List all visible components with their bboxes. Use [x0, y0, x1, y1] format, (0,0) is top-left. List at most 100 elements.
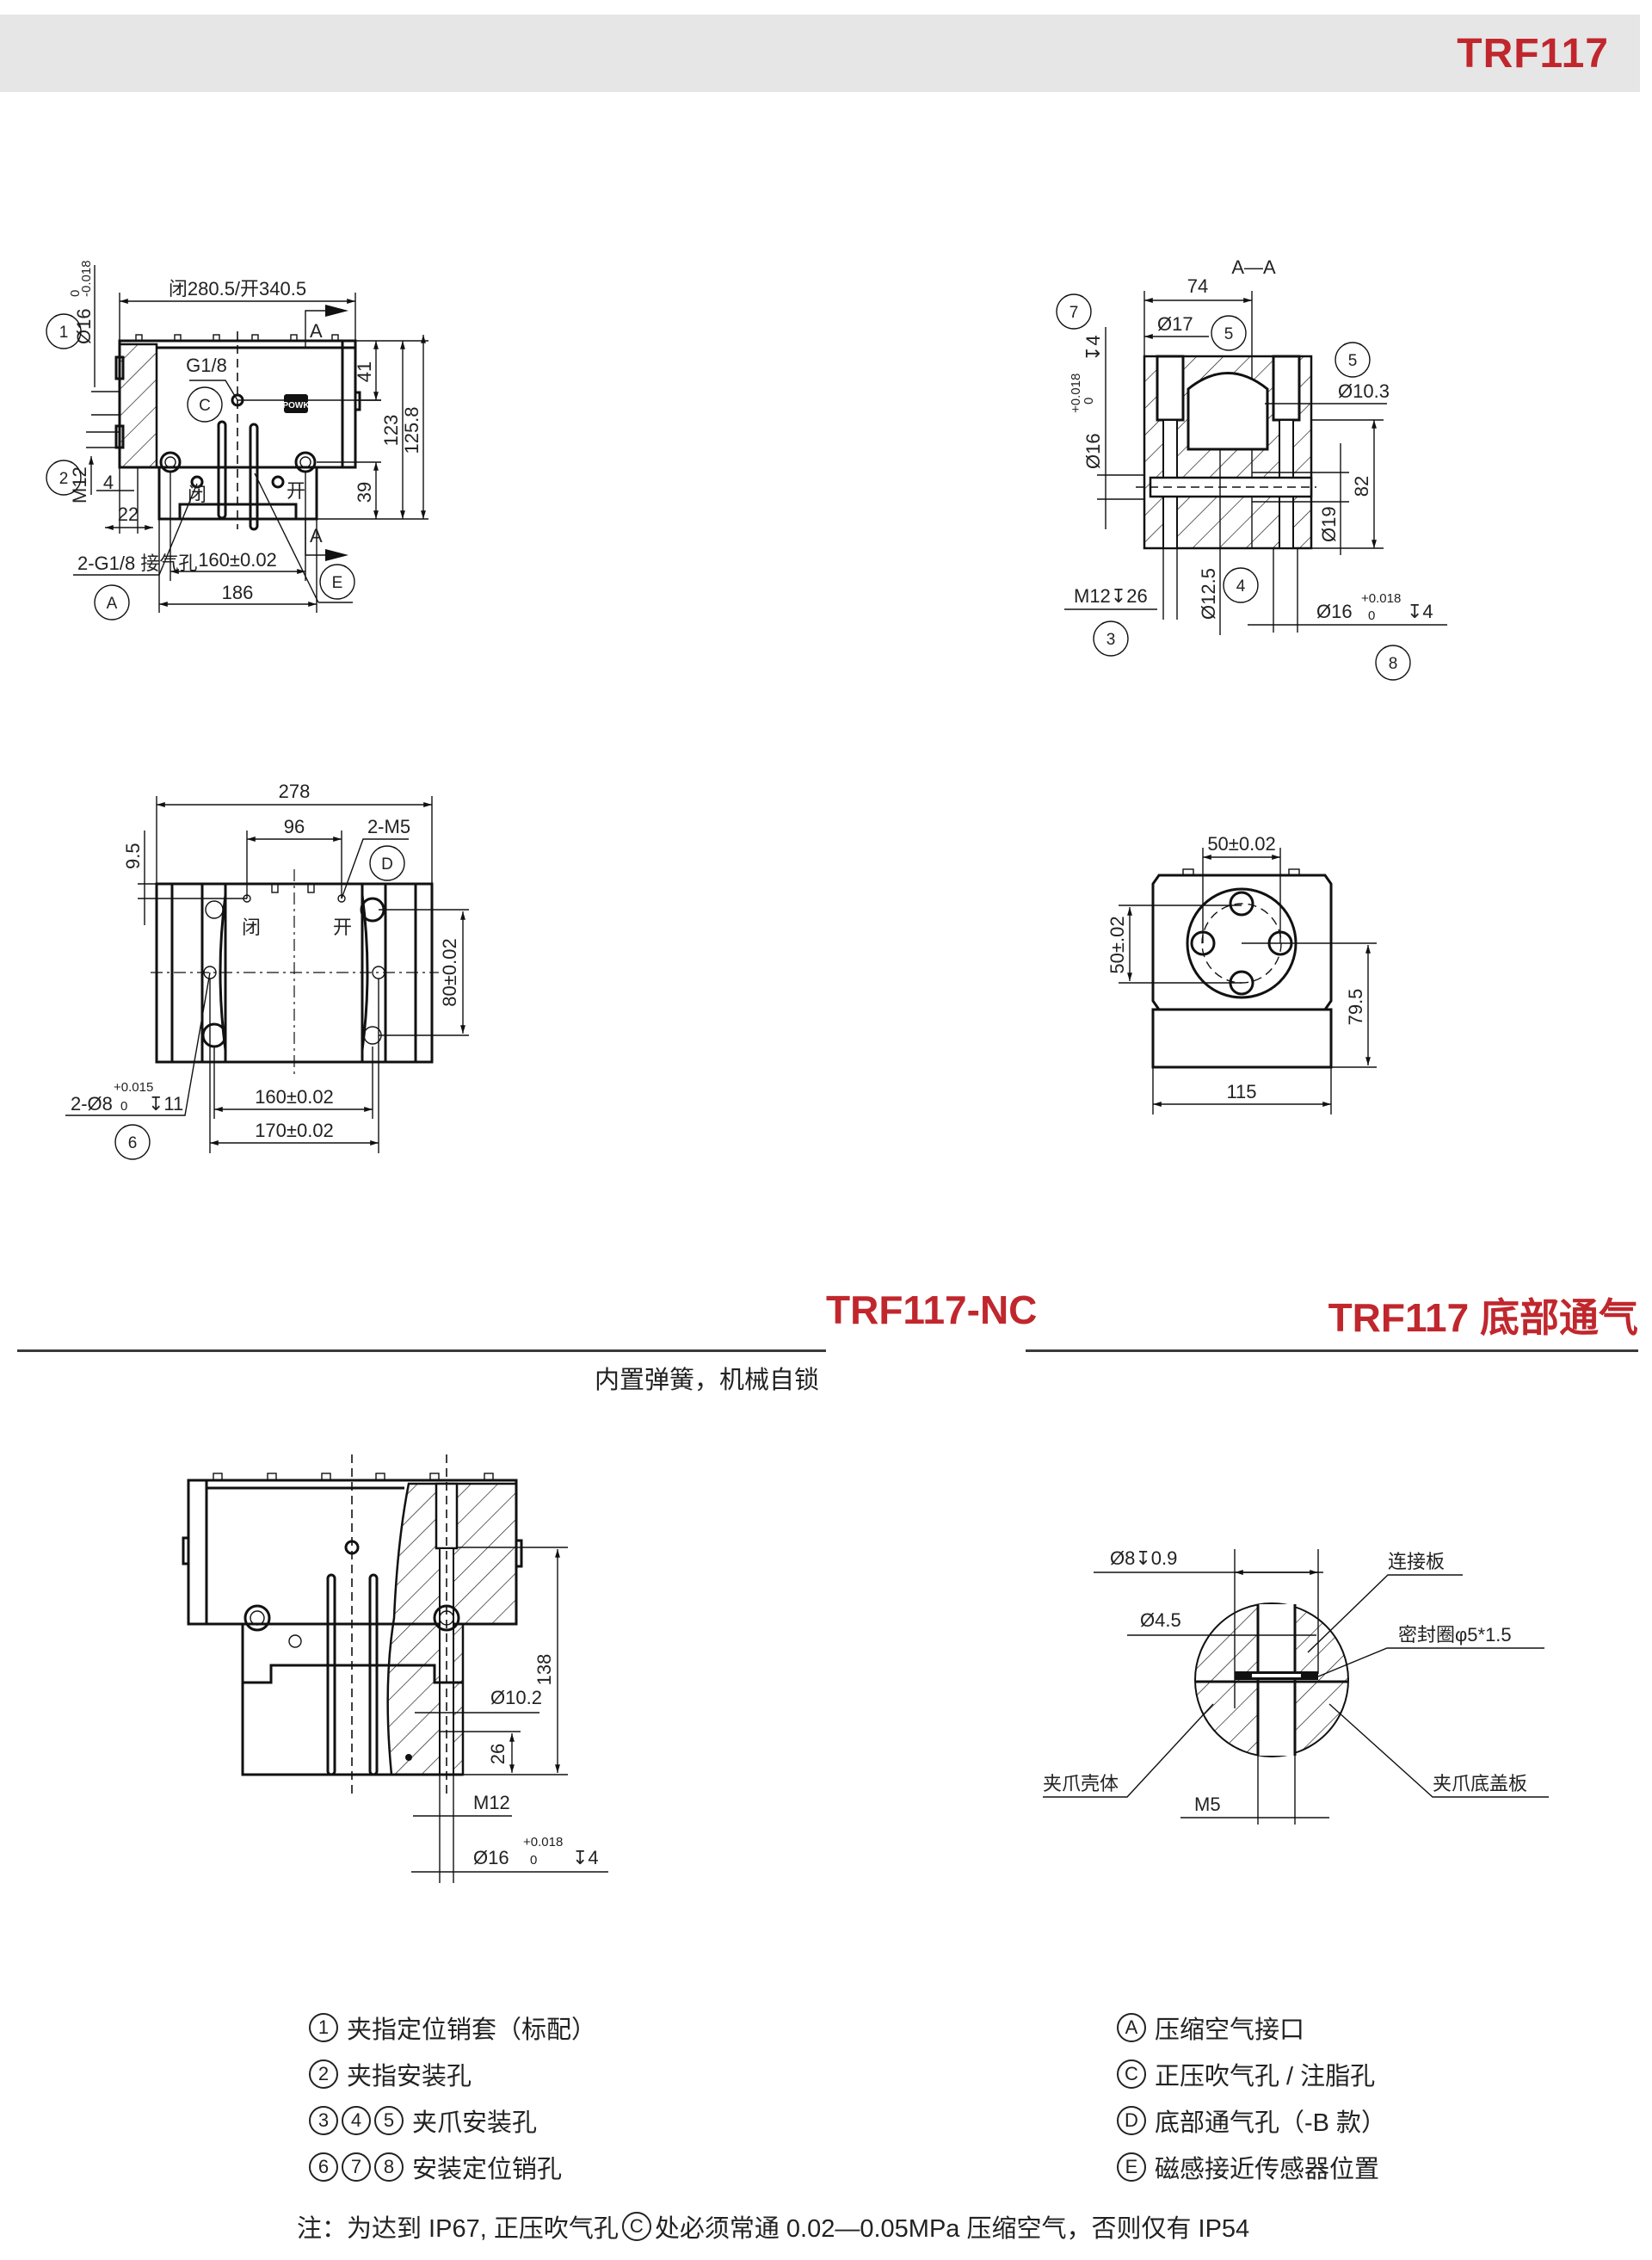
dim-80: 80±0.02 [439, 938, 460, 1006]
marker-E: E [319, 564, 355, 600]
dim-74: 74 [1187, 275, 1208, 297]
phi16-tol-low: 0 [530, 1853, 537, 1868]
legend-text: 压缩空气接口 [1155, 2016, 1305, 2044]
seal-label: 密封圈φ5*1.5 [1398, 1624, 1512, 1646]
phi16-label: Ø16 [73, 308, 95, 344]
m5-label: 2-M5 [367, 816, 410, 837]
housing-label: 夹爪壳体 [1043, 1773, 1119, 1794]
dim-278: 278 [279, 781, 311, 802]
marker-7: 7 [1056, 293, 1092, 330]
legend-text: 磁感接近传感器位置 [1155, 2156, 1380, 2183]
marker-1: 1 [46, 313, 82, 349]
g18-label: G1/8 [186, 355, 227, 376]
dim-41: 41 [354, 361, 375, 382]
note-suffix: 处必须常通 0.02—0.05MPa 压缩空气，否则仅有 IP54 [654, 2215, 1250, 2243]
marker-5: 5 [1211, 315, 1247, 351]
legend-marker: 3 [309, 2106, 338, 2135]
phi19-label: Ø19 [1318, 506, 1340, 542]
legend-item: 1 夹指定位销套（标配） [309, 2010, 596, 2046]
dim-115: 115 [1226, 1081, 1256, 1102]
legend-marker: D [1117, 2106, 1146, 2135]
legend-marker: 5 [374, 2106, 404, 2135]
open-label: 开 [333, 917, 352, 938]
svg-text:D: D [381, 855, 393, 874]
legend-marker: 1 [309, 2013, 338, 2042]
m5-label: M5 [1194, 1794, 1221, 1815]
marker-8: 8 [1375, 645, 1411, 681]
nc-divider [17, 1349, 826, 1352]
phi17-label: Ø17 [1157, 313, 1193, 335]
section-title: A—A [1231, 256, 1276, 278]
dim-96: 96 [284, 816, 305, 837]
marker-C: C [187, 386, 223, 423]
dim-39: 39 [354, 482, 375, 503]
legend-text: 夹爪安装孔 [412, 2109, 538, 2137]
legend-item: D 底部通气孔（-B 款） [1117, 2103, 1386, 2139]
phi16-tol-up: +0.018 [1069, 374, 1083, 413]
legend-text: 底部通气孔（-B 款） [1155, 2109, 1387, 2137]
m12-depth-label: M12↧26 [1074, 585, 1148, 607]
header-bar: TRF117 [0, 15, 1640, 92]
marker-A: A [94, 584, 130, 621]
legend-item: C 正压吹气孔 / 注脂孔 [1117, 2056, 1375, 2092]
section-mark-top: A [310, 320, 323, 342]
model-title: TRF117 [1457, 31, 1609, 77]
legend-marker: C [1117, 2059, 1146, 2089]
dim-160: 160±0.02 [255, 1086, 334, 1108]
marker-2: 2 [46, 460, 82, 496]
legend-text: 安装定位销孔 [412, 2156, 563, 2183]
air-port-label: 2-G1/8 接气孔 [77, 553, 197, 574]
marker-D: D [369, 845, 405, 881]
pin-tol-up: +0.015 [114, 1080, 153, 1095]
legend-text: 夹指定位销套（标配） [347, 2016, 597, 2044]
svg-text:5: 5 [1348, 352, 1358, 370]
phi10-3-label: Ø10.3 [1338, 380, 1390, 402]
legend-text: 夹指安装孔 [347, 2063, 472, 2090]
m12-label: M12 [473, 1792, 510, 1813]
phi16-tol-low: 0 [1082, 398, 1096, 404]
pin-tol-low: 0 [120, 1099, 127, 1114]
svg-text:6: 6 [128, 1134, 138, 1152]
bottom-view: 278 96 2-M5 闭 开 9.5 80±0.02 160±0.02 170… [65, 781, 469, 1160]
legend-marker: E [1117, 2152, 1146, 2182]
phi10-2-label: Ø10.2 [490, 1687, 542, 1708]
pin-depth: ↧11 [148, 1093, 183, 1115]
open-label: 开 [287, 480, 305, 502]
note-prefix: 注：为达到 IP67, 正压吹气孔 [297, 2215, 619, 2243]
dim-50-h: 50±0.02 [1207, 833, 1275, 855]
logo-badge [284, 394, 308, 413]
phi16-tol-up: 0 [68, 290, 83, 297]
nc-subtitle: 内置弹簧，机械自锁 [594, 1367, 819, 1394]
cover-label: 夹爪底盖板 [1433, 1773, 1527, 1794]
dim-26: 26 [487, 1744, 509, 1764]
legend-text: 正压吹气孔 / 注脂孔 [1155, 2063, 1376, 2090]
dim-125-8: 125.8 [401, 406, 422, 454]
phi16-tol-up: +0.018 [523, 1835, 563, 1849]
legend-marker: 8 [374, 2152, 404, 2182]
phi12-5-label: Ø12.5 [1198, 568, 1219, 620]
legend-marker: 6 [309, 2152, 338, 2182]
plate-label: 连接板 [1388, 1551, 1445, 1572]
logo-text: POWK [282, 401, 310, 411]
svg-text:C: C [199, 397, 211, 415]
svg-text:E: E [332, 574, 343, 592]
vent-section-title: TRF117 底部通气 [1328, 1295, 1638, 1340]
dim-4: 4 [103, 472, 114, 493]
dim-123: 123 [380, 415, 402, 447]
dim-79-5: 79.5 [1345, 989, 1366, 1026]
pin-label: 2-Ø8 [71, 1093, 113, 1115]
depth-label: ↧4 [1082, 335, 1104, 361]
vent-divider [1026, 1349, 1638, 1352]
nc-view: 138 Ø10.2 26 M12 Ø16 +0.018 0 ↧4 [182, 1454, 608, 1883]
svg-text:4: 4 [1236, 577, 1246, 596]
dim-160: 160±0.02 [198, 549, 277, 571]
depth-label: ↧4 [572, 1847, 599, 1868]
depth-b-label: ↧4 [1407, 601, 1433, 622]
dim-50-v: 50±.02 [1106, 916, 1128, 973]
svg-text:2: 2 [59, 470, 69, 488]
phi16-label: Ø16 [1082, 433, 1104, 469]
